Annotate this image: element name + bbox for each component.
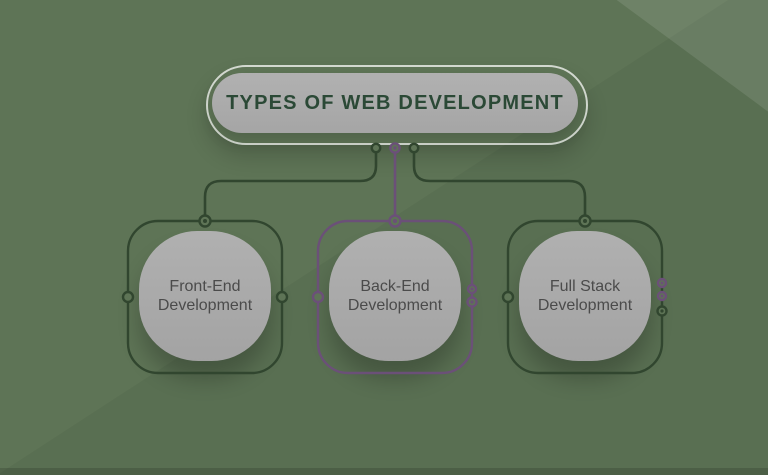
- node-front-end-label: Front-End Development: [158, 277, 252, 315]
- bottom-floor-strip: [0, 468, 768, 475]
- node-back-end: Back-End Development: [318, 221, 472, 373]
- node-back-end-shape: Back-End Development: [329, 231, 461, 361]
- title-outline: TYPES OF WEB DEVELOPMENT: [206, 65, 588, 145]
- node-full-stack-line1: Full Stack: [549, 278, 621, 295]
- node-back-end-label: Back-End Development: [348, 277, 442, 315]
- node-back-end-line2: Development: [347, 297, 443, 314]
- node-front-end: Front-End Development: [128, 221, 282, 373]
- node-full-stack-label: Full Stack Development: [538, 277, 632, 315]
- banner-pin-left-icon: [370, 142, 382, 154]
- node-back-end-line1: Back-End: [360, 278, 430, 295]
- node-front-end-line1: Front-End: [169, 278, 241, 295]
- node-full-stack-line2: Development: [537, 297, 633, 314]
- node-front-end-shape: Front-End Development: [139, 231, 271, 361]
- wire-left-branch: [203, 151, 378, 216]
- banner-pin-center-dot-icon: [393, 146, 397, 150]
- node-full-stack-shape: Full Stack Development: [519, 231, 651, 361]
- node-front-end-line2: Development: [157, 297, 253, 314]
- title-text: TYPES OF WEB DEVELOPMENT: [226, 91, 564, 114]
- node-full-stack: Full Stack Development: [508, 221, 662, 373]
- title-banner: TYPES OF WEB DEVELOPMENT: [212, 73, 578, 133]
- banner-pin-right-icon: [408, 142, 420, 154]
